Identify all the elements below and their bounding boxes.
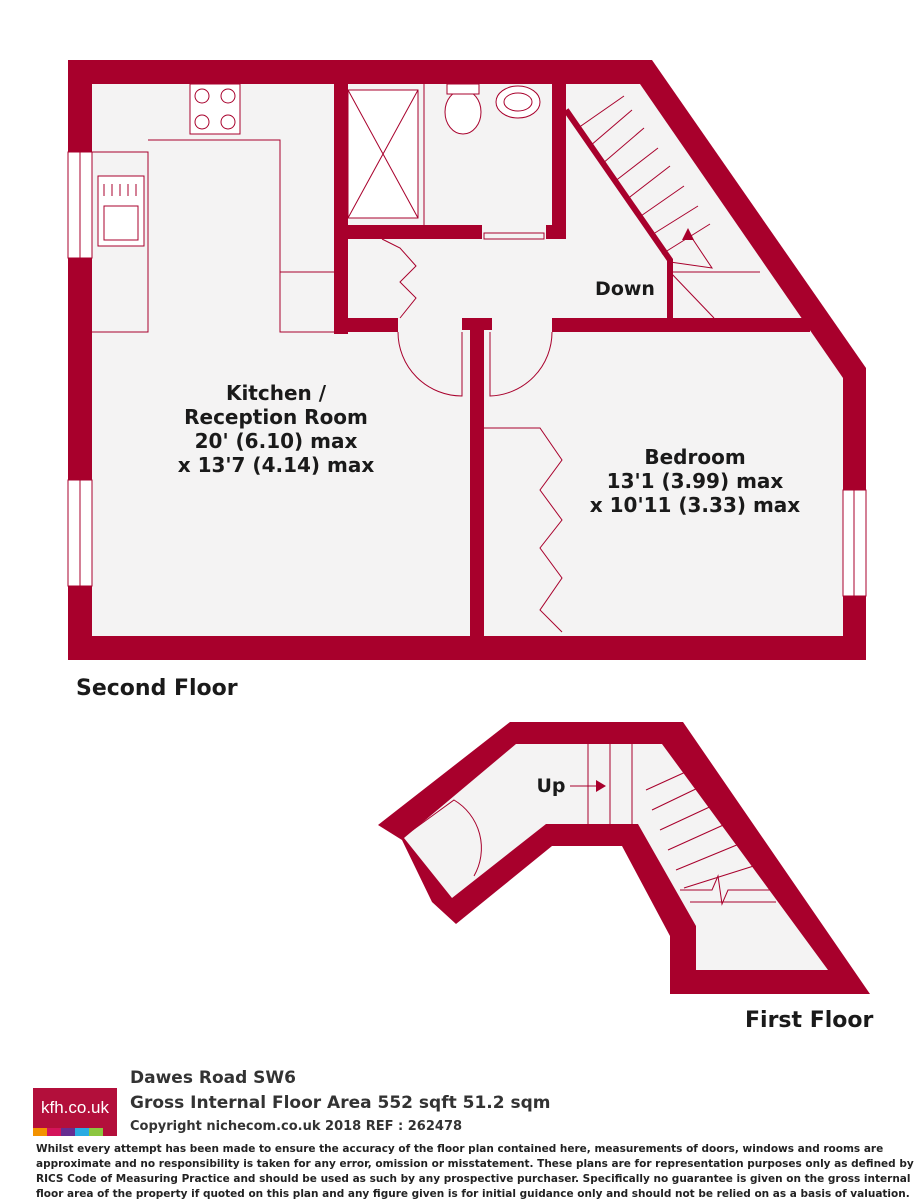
- second-floor-interior: [92, 84, 843, 636]
- kitchen-counter: [92, 151, 149, 333]
- kitchen-dim1: 20' (6.10) max: [195, 429, 358, 453]
- stair-arrow: [669, 231, 714, 269]
- stair-top: [462, 318, 492, 330]
- kitchen-dim2: x 13'7 (4.14) max: [178, 453, 375, 477]
- disclaimer: Whilst every attempt has been made to en…: [36, 1143, 914, 1200]
- cupboard-bifold-door: [381, 238, 417, 319]
- bathroom-wall-right: [552, 84, 566, 239]
- copyright: Copyright nichecom.co.uk 2018 REF : 2624…: [130, 1119, 463, 1134]
- property-address: Dawes Road SW6: [130, 1068, 297, 1088]
- first-floor-up-arrow: [596, 780, 606, 792]
- kitchen-door-swing: [397, 331, 463, 397]
- logo-text: kfh.co.uk: [40, 1098, 110, 1117]
- first-floor-title: First Floor: [745, 1008, 874, 1033]
- logo-strip-orange: [33, 1128, 47, 1136]
- logo-strip-red: [103, 1128, 117, 1136]
- first-floor-interior: [404, 744, 828, 970]
- hob: [189, 83, 241, 135]
- kitchen-name-line2: Reception Room: [184, 405, 368, 429]
- floor-area: Gross Internal Floor Area 552 sqft 51.2 …: [130, 1093, 551, 1113]
- kfh-logo: kfh.co.uk: [33, 1088, 117, 1136]
- cupboard-wall-bottom: [334, 318, 398, 332]
- stair-treads: [577, 95, 760, 319]
- kitchen-name-line1: Kitchen /: [226, 381, 327, 405]
- first-floor-stairs: [587, 744, 776, 903]
- basin: [495, 85, 541, 119]
- bedroom-dim2: x 10'11 (3.33) max: [590, 493, 801, 517]
- bathroom-wall-left: [334, 84, 348, 334]
- partition-wall: [470, 318, 484, 636]
- stairs-up-label: Up: [536, 775, 565, 797]
- logo-color-strip: [33, 1128, 117, 1136]
- logo-strip-green: [89, 1128, 103, 1136]
- first-floor-break-line: [680, 874, 770, 906]
- bathroom-wall-bottom-right: [546, 225, 566, 239]
- bedroom-door-swing: [489, 331, 553, 397]
- bedroom-name: Bedroom: [644, 445, 745, 469]
- cupboard-wall-top: [334, 225, 382, 239]
- logo-strip-purple: [61, 1128, 75, 1136]
- bathroom-door-slider: [483, 232, 545, 240]
- second-floor-title: Second Floor: [76, 676, 238, 701]
- first-floor-door: [409, 799, 482, 877]
- wardrobe-bifold-door: [484, 427, 563, 633]
- kitchen-worktop: [148, 139, 334, 333]
- logo-strip-blue: [75, 1128, 89, 1136]
- bedroom-dim1: 13'1 (3.99) max: [607, 469, 784, 493]
- first-floor-plan: Up: [378, 722, 870, 994]
- second-floor-plan: Down Kitchen / Reception Room 20' (6.10)…: [67, 60, 867, 660]
- floor-plan: Down Kitchen / Reception Room 20' (6.10)…: [67, 60, 870, 994]
- sink: [97, 175, 145, 247]
- stairs-down-label: Down: [595, 278, 655, 300]
- logo-strip-pink: [47, 1128, 61, 1136]
- toilet: [444, 89, 482, 135]
- landing-wall-top: [552, 318, 810, 332]
